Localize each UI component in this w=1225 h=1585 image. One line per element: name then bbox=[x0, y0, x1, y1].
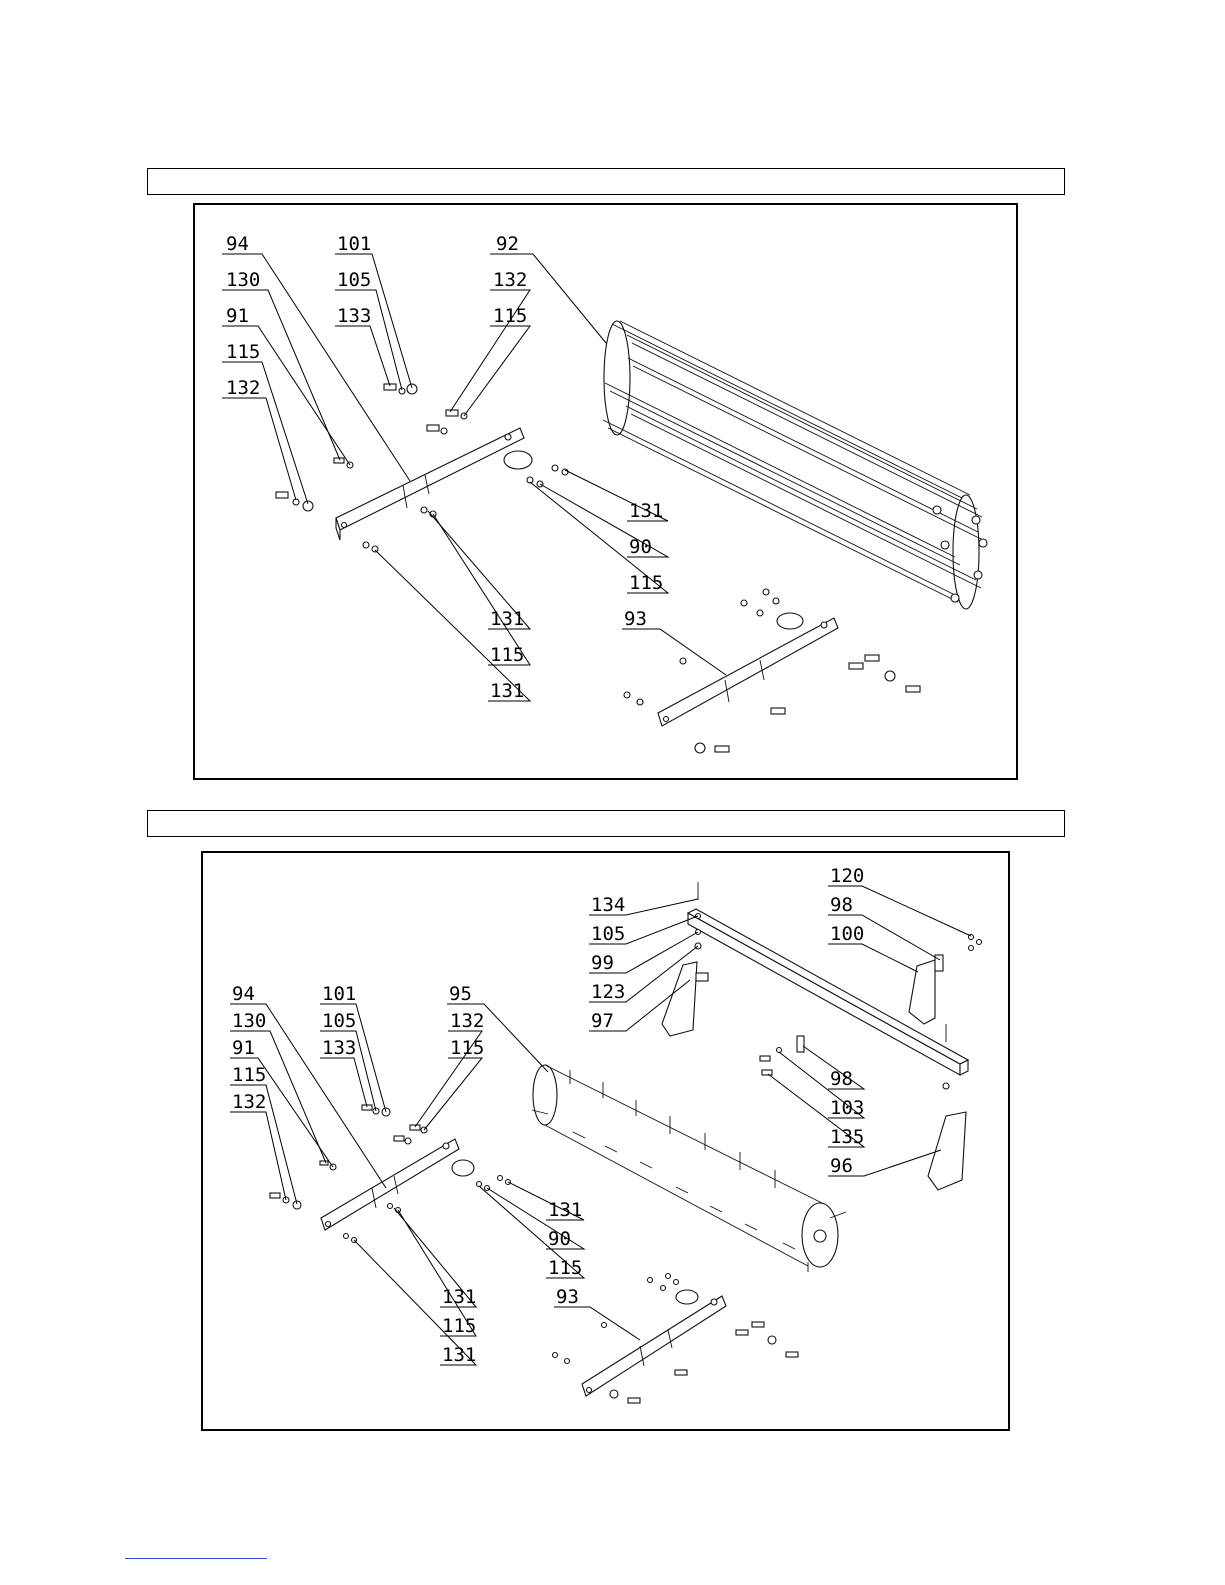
bottom-label: 93 bbox=[556, 1286, 579, 1308]
top-label: 131 bbox=[490, 608, 524, 630]
roller-cage-part-92 bbox=[603, 321, 987, 609]
right-arm-part-93 bbox=[658, 613, 838, 726]
plate-part-98 bbox=[696, 973, 708, 981]
bottom-label: 100 bbox=[830, 923, 864, 945]
bottom-diagram: 94 130 91 115 132 101 105 133 132 115 95… bbox=[230, 865, 982, 1403]
bottom-label: 101 bbox=[322, 983, 356, 1005]
bottom-label: 96 bbox=[830, 1155, 853, 1177]
bottom-label: 130 bbox=[232, 1010, 266, 1032]
top-label: 91 bbox=[226, 305, 249, 327]
top-label: 94 bbox=[226, 233, 249, 255]
bottom-label: 103 bbox=[830, 1097, 864, 1119]
top-label: 133 bbox=[337, 305, 371, 327]
bottom-label: 105 bbox=[591, 923, 625, 945]
bottom-label: 135 bbox=[830, 1126, 864, 1148]
top-label: 90 bbox=[629, 536, 652, 558]
top-label: 131 bbox=[629, 500, 663, 522]
plate-part-98c bbox=[797, 1036, 804, 1052]
bottom-label: 115 bbox=[450, 1037, 484, 1059]
left-arm-part-94-bottom bbox=[321, 1139, 459, 1230]
footer-rule bbox=[125, 1558, 267, 1559]
leader-lines-top bbox=[222, 254, 726, 701]
spiked-drum-part-95 bbox=[532, 1065, 846, 1272]
bottom-label: 115 bbox=[232, 1064, 266, 1086]
bottom-label: 94 bbox=[232, 983, 255, 1005]
fasteners-bottom bbox=[270, 914, 982, 1404]
bottom-label: 105 bbox=[322, 1010, 356, 1032]
top-label: 130 bbox=[226, 269, 260, 291]
bottom-label: 131 bbox=[442, 1286, 476, 1308]
top-label: 132 bbox=[493, 269, 527, 291]
bottom-label: 132 bbox=[450, 1010, 484, 1032]
bottom-label: 99 bbox=[591, 952, 614, 974]
bottom-label: 98 bbox=[830, 1068, 853, 1090]
top-label: 101 bbox=[337, 233, 371, 255]
top-label: 132 bbox=[226, 377, 260, 399]
bottom-label: 134 bbox=[591, 894, 625, 916]
bottom-label: 133 bbox=[322, 1037, 356, 1059]
bottom-label: 98 bbox=[830, 894, 853, 916]
top-label: 115 bbox=[490, 644, 524, 666]
top-label: 92 bbox=[496, 233, 519, 255]
bearing-part-90-bottom bbox=[452, 1160, 474, 1176]
bottom-label: 90 bbox=[548, 1228, 571, 1250]
bottom-label: 131 bbox=[442, 1344, 476, 1366]
top-label: 93 bbox=[624, 608, 647, 630]
bracket-part-97 bbox=[662, 962, 697, 1036]
top-diagram: 94 130 91 115 132 101 105 133 132 115 92… bbox=[222, 233, 987, 753]
bottom-label: 91 bbox=[232, 1037, 255, 1059]
left-arm-part-94 bbox=[336, 428, 524, 540]
bottom-label: 95 bbox=[449, 983, 472, 1005]
top-label: 115 bbox=[493, 305, 527, 327]
bottom-label: 120 bbox=[830, 865, 864, 887]
top-label: 115 bbox=[629, 572, 663, 594]
fasteners-top bbox=[276, 384, 920, 753]
bearing-part-90 bbox=[504, 451, 532, 469]
top-label: 131 bbox=[490, 680, 524, 702]
top-label: 105 bbox=[337, 269, 371, 291]
bottom-label: 97 bbox=[591, 1010, 614, 1032]
bottom-label: 132 bbox=[232, 1091, 266, 1113]
top-label: 115 bbox=[226, 341, 260, 363]
bottom-label: 115 bbox=[442, 1315, 476, 1337]
right-arm-part-93-bottom bbox=[582, 1290, 726, 1396]
bottom-label: 131 bbox=[548, 1199, 582, 1221]
bracket-part-96 bbox=[928, 1112, 966, 1190]
bottom-label: 123 bbox=[591, 981, 625, 1003]
bottom-label: 115 bbox=[548, 1257, 582, 1279]
